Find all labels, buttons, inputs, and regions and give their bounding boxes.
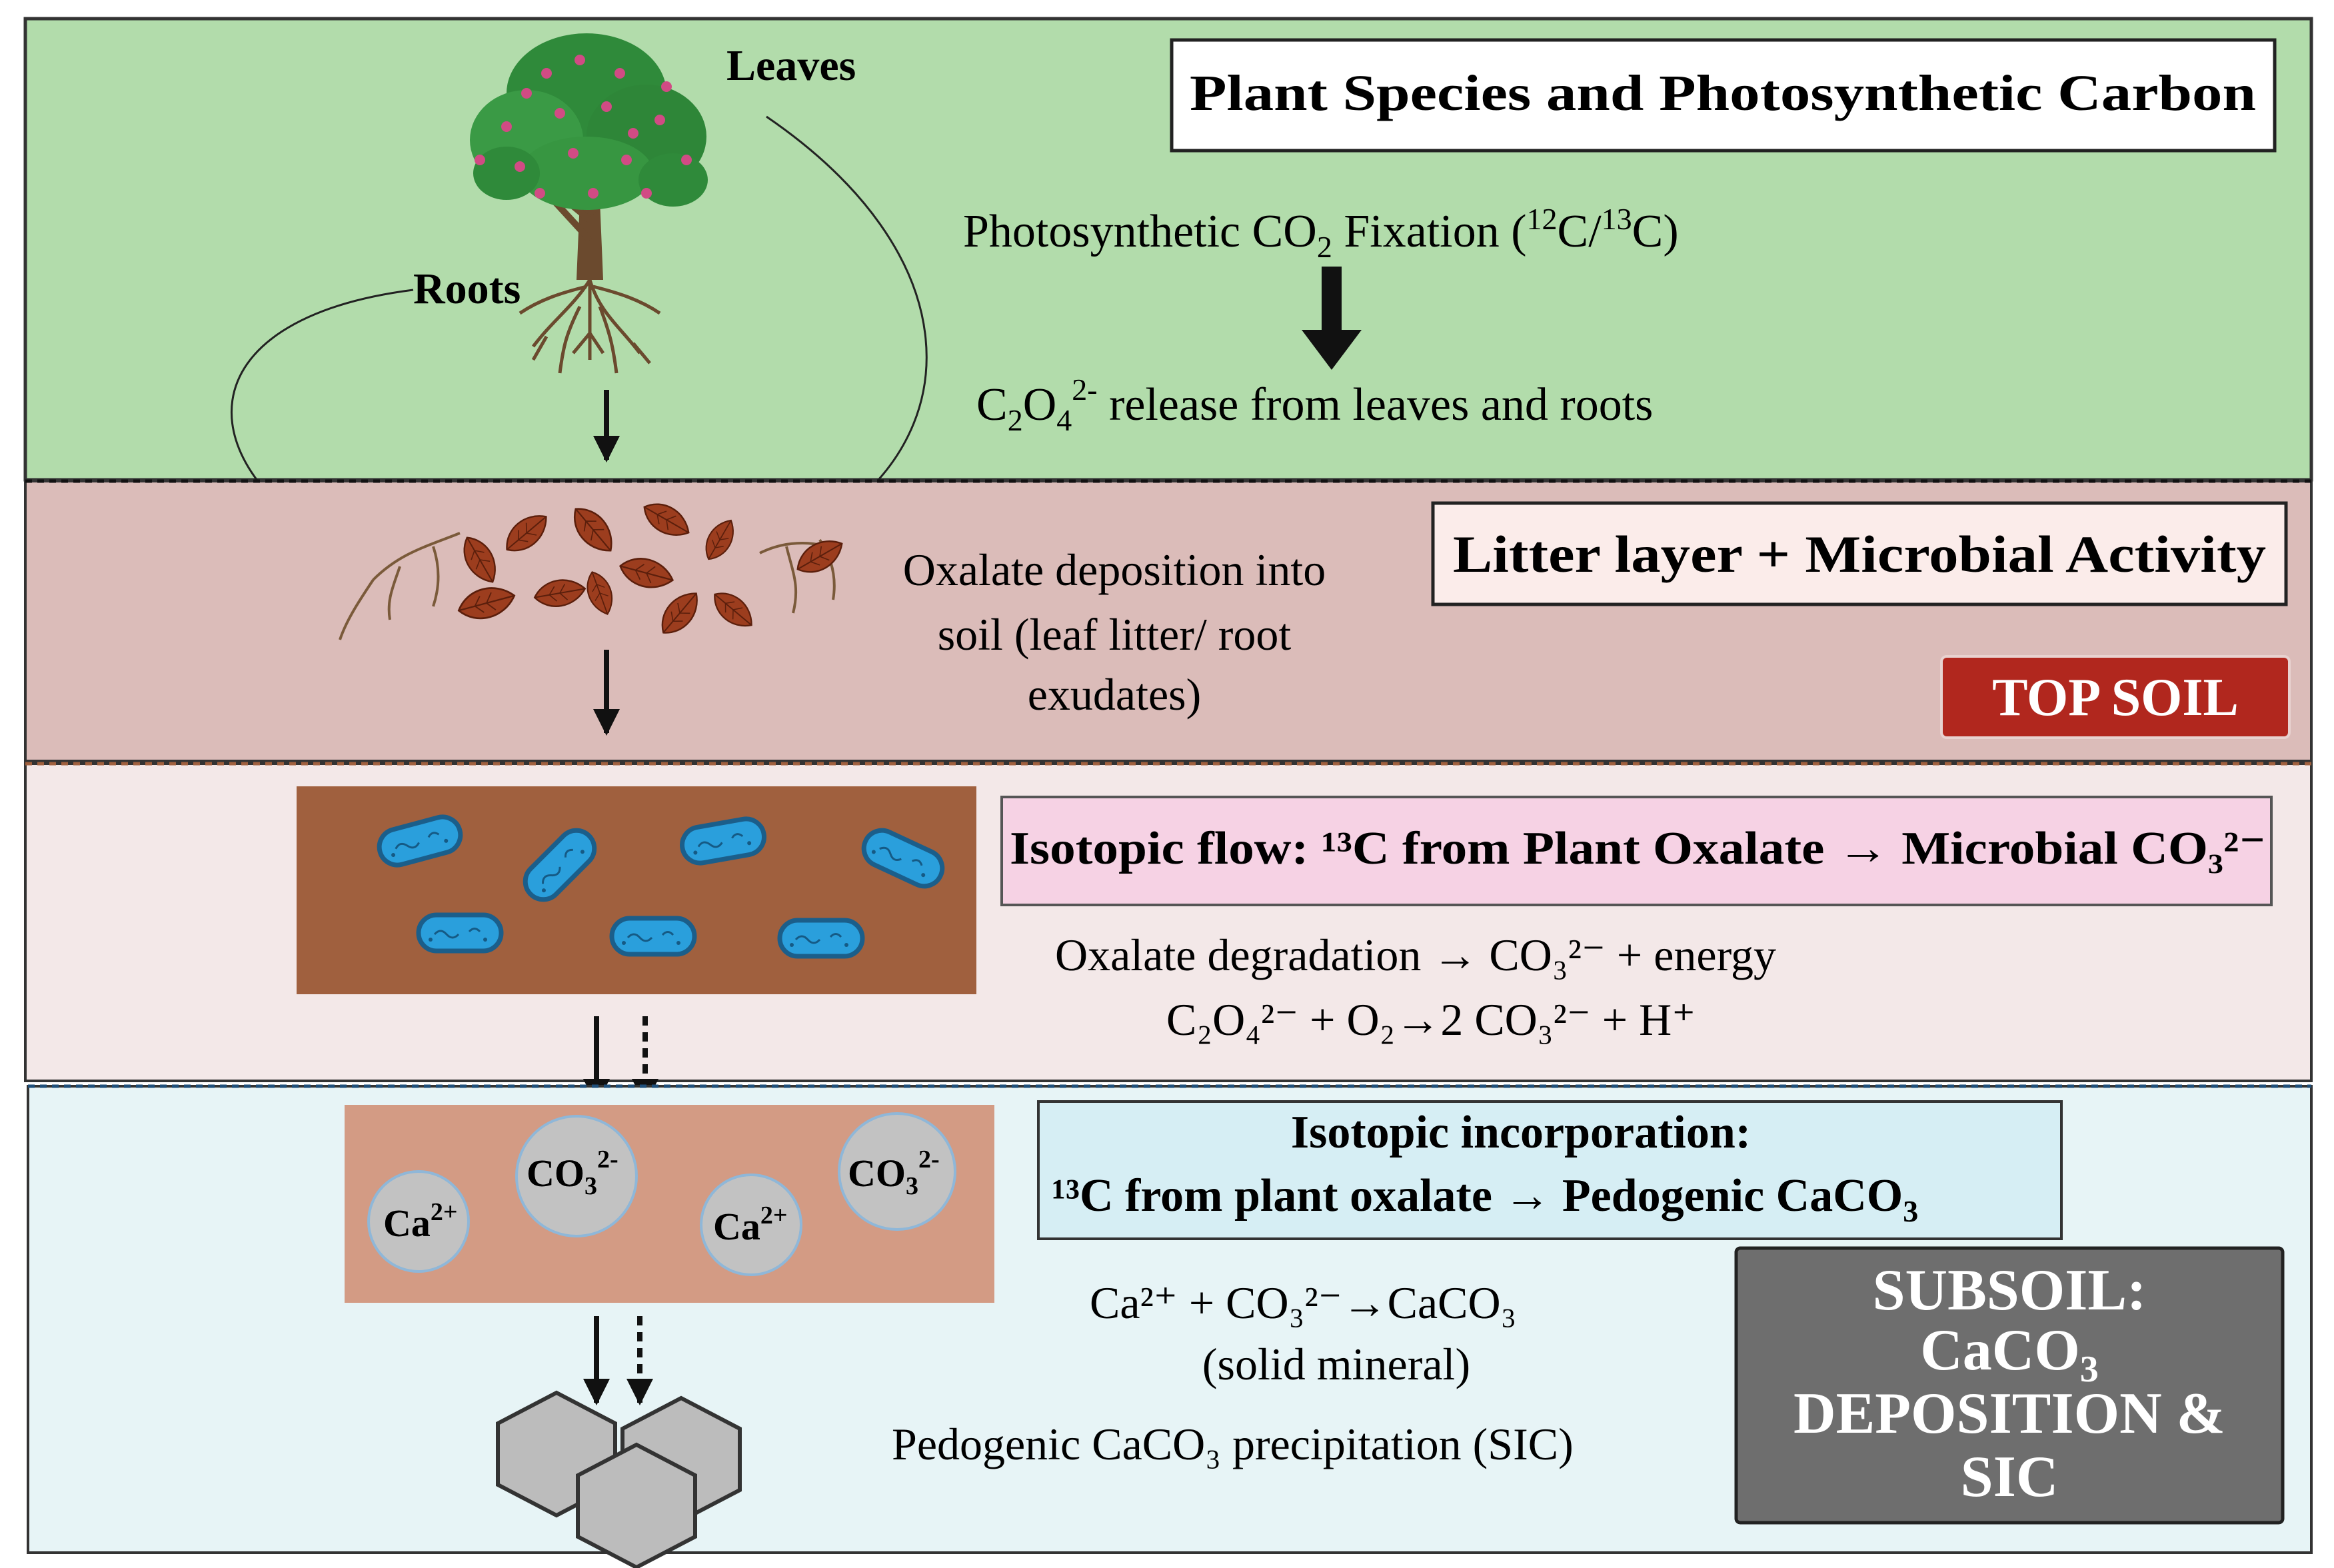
ion-carbonate: CO32- bbox=[527, 1146, 618, 1200]
soil-microbes-panel bbox=[297, 786, 976, 994]
oxalate-degradation-eq: Oxalate degradation → CO₃²⁻ + energy bbox=[1055, 930, 1776, 980]
tree-illustration bbox=[470, 33, 708, 374]
label-leaves: Leaves bbox=[726, 41, 856, 90]
arrow-fixation-down bbox=[1302, 267, 1362, 370]
topsoil-badge bbox=[1940, 655, 2291, 739]
svg-text:exudates): exudates) bbox=[1028, 669, 1202, 720]
leaf-litter-illustration bbox=[339, 494, 850, 642]
oxalate-oxidation-eq: C₂O₄²⁻ + O₂→2 CO₃²⁻ + H⁺ bbox=[1166, 994, 1696, 1045]
svg-text:SIC: SIC bbox=[1961, 1445, 2059, 1509]
subsoil-badge bbox=[1734, 1246, 2285, 1525]
svg-text:soil (leaf litter/ root: soil (leaf litter/ root bbox=[938, 609, 1292, 660]
litter-title-box bbox=[1431, 501, 2288, 606]
release-text: C2O42- release from leaves and roots bbox=[976, 373, 1653, 437]
svg-text:CaCO3: CaCO3 bbox=[1920, 1318, 2099, 1390]
plant-title-box bbox=[1170, 38, 2277, 153]
isotopic-incorporation-title: Isotopic incorporation: bbox=[1291, 1107, 1751, 1158]
oxalate-deposition-text: Oxalate deposition into soil (leaf litte… bbox=[903, 544, 1326, 720]
svg-text:DEPOSITION &: DEPOSITION & bbox=[1793, 1381, 2225, 1446]
label-roots: Roots bbox=[413, 265, 521, 313]
plant-title: Plant Species and Photosynthetic Carbon bbox=[1190, 65, 2256, 121]
svg-text:Oxalate deposition into: Oxalate deposition into bbox=[903, 544, 1326, 595]
ion-panel: Ca2+ CO32- Ca2+ CO32- bbox=[345, 1105, 994, 1303]
ion-calcium: Ca2+ bbox=[713, 1201, 788, 1248]
calcite-formation-eq: Ca²⁺ + CO₃²⁻→CaCO₃ bbox=[1090, 1277, 1516, 1328]
litter-title: Litter layer + Microbial Activity bbox=[1453, 525, 2266, 583]
subsoil-badge-label: SUBSOIL: CaCO3 DEPOSITION & SIC bbox=[1793, 1258, 2225, 1509]
ion-calcium: Ca2+ bbox=[383, 1198, 458, 1245]
svg-text:SUBSOIL:: SUBSOIL: bbox=[1873, 1258, 2147, 1323]
arrow-leaves-to-litter bbox=[766, 115, 928, 518]
precipitation-text: Pedogenic CaCO₃ precipitation (SIC) bbox=[892, 1419, 1574, 1469]
solid-mineral-note: (solid mineral) bbox=[1202, 1339, 1470, 1389]
topsoil-badge-label: TOP SOIL bbox=[1992, 668, 2239, 727]
fixation-text: Photosynthetic CO2 Fixation (12C/13C) bbox=[963, 202, 1679, 264]
isotopic-flow-box bbox=[1000, 796, 2273, 906]
isotopic-incorporation-box bbox=[1037, 1100, 2063, 1240]
isotopic-incorporation-subtitle: ¹³C from plant oxalate → Pedogenic CaCO3 bbox=[1052, 1170, 1918, 1228]
isotopic-flow-title: Isotopic flow: ¹³C from Plant Oxalate → … bbox=[1010, 823, 2266, 874]
ion-carbonate: CO32- bbox=[848, 1146, 940, 1200]
